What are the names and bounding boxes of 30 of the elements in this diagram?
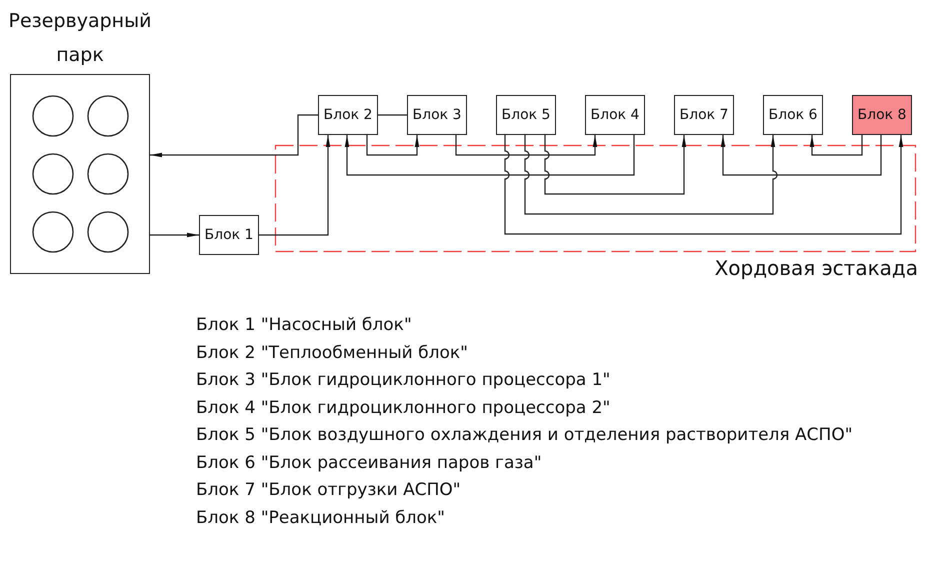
process-block: Блок 1 — [199, 215, 259, 255]
process-block: Блок 2 — [318, 95, 378, 135]
process-block: Блок 5 — [496, 95, 556, 135]
process-block: Блок 3 — [407, 95, 467, 135]
process-block: Блок 8 — [852, 95, 912, 135]
flow-line — [720, 135, 882, 176]
flow-line — [366, 135, 420, 156]
legend-note: Блок 2 "Теплообменный блок" — [196, 342, 469, 364]
process-block: Блок 7 — [674, 95, 734, 135]
flow-line — [378, 114, 407, 116]
flow-line — [504, 135, 904, 235]
legend-note: Блок 5 "Блок воздушного охлаждения и отделения растворителя АСПО" — [196, 424, 853, 447]
flow-line — [810, 135, 863, 156]
flow-line — [259, 135, 330, 236]
flow-line — [150, 232, 199, 238]
flow-line — [150, 114, 318, 158]
trestle-label: Хордовая эстакада — [714, 256, 918, 280]
legend-note: Блок 3 "Блок гидроциклонного процессора 1" — [196, 369, 612, 392]
legend-note: Блок 4 "Блок гидроциклонного процессора 2" — [196, 396, 612, 420]
flow-line — [344, 135, 635, 176]
flow-line — [455, 135, 598, 156]
park-title: Резервуарный парк — [8, 9, 152, 68]
process-block: Блок 4 — [585, 95, 645, 135]
legend-note: Блок 7 "Блок отгрузки АСПО" — [196, 479, 462, 502]
flow-line — [544, 135, 686, 195]
legend-note: Блок 1 "Насосный блок" — [196, 314, 413, 337]
process-block: Блок 6 — [763, 95, 823, 135]
legend-note: Блок 6 "Блок рассеивания паров газа" — [196, 452, 543, 474]
legend-note: Блок 8 "Реакционный блок" — [196, 506, 446, 530]
flow-line — [524, 135, 778, 215]
